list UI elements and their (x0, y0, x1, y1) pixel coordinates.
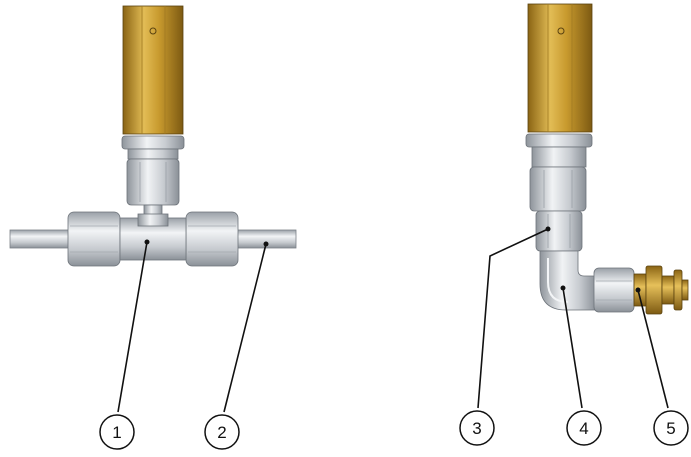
tube-left-end (9, 229, 73, 249)
brass-connector (633, 265, 689, 315)
callout-label: 5 (666, 419, 675, 438)
callout-label: 4 (579, 419, 588, 438)
callout-3: 3 (459, 410, 495, 446)
leader-line-5 (637, 289, 669, 409)
callout-1: 1 (99, 414, 135, 450)
tee-assembly (9, 5, 297, 267)
callout-label: 1 (112, 423, 121, 442)
leader-line-1 (117, 241, 148, 413)
callout-4: 4 (566, 410, 602, 446)
brass-valve-body-right (527, 3, 593, 133)
callout-5: 5 (653, 410, 689, 446)
elbow-side-nut (593, 267, 635, 313)
tee-right-nut (185, 211, 239, 267)
leader-line-3 (477, 228, 549, 409)
upper-nut-left (121, 135, 185, 220)
elbow-assembly (525, 3, 689, 315)
callout-2: 2 (204, 414, 240, 450)
tee-body (119, 213, 187, 261)
upper-nut-right (525, 133, 593, 212)
elbow-fitting (539, 250, 597, 311)
leader-line-2 (223, 243, 267, 413)
callout-label: 3 (472, 419, 481, 438)
leader-line-4 (562, 287, 583, 409)
tee-left-nut (67, 211, 121, 267)
leader-anchor-dots (144, 226, 641, 293)
leader-lines (117, 228, 669, 413)
brass-valve-body-left (122, 5, 184, 135)
callout-label: 2 (217, 423, 226, 442)
